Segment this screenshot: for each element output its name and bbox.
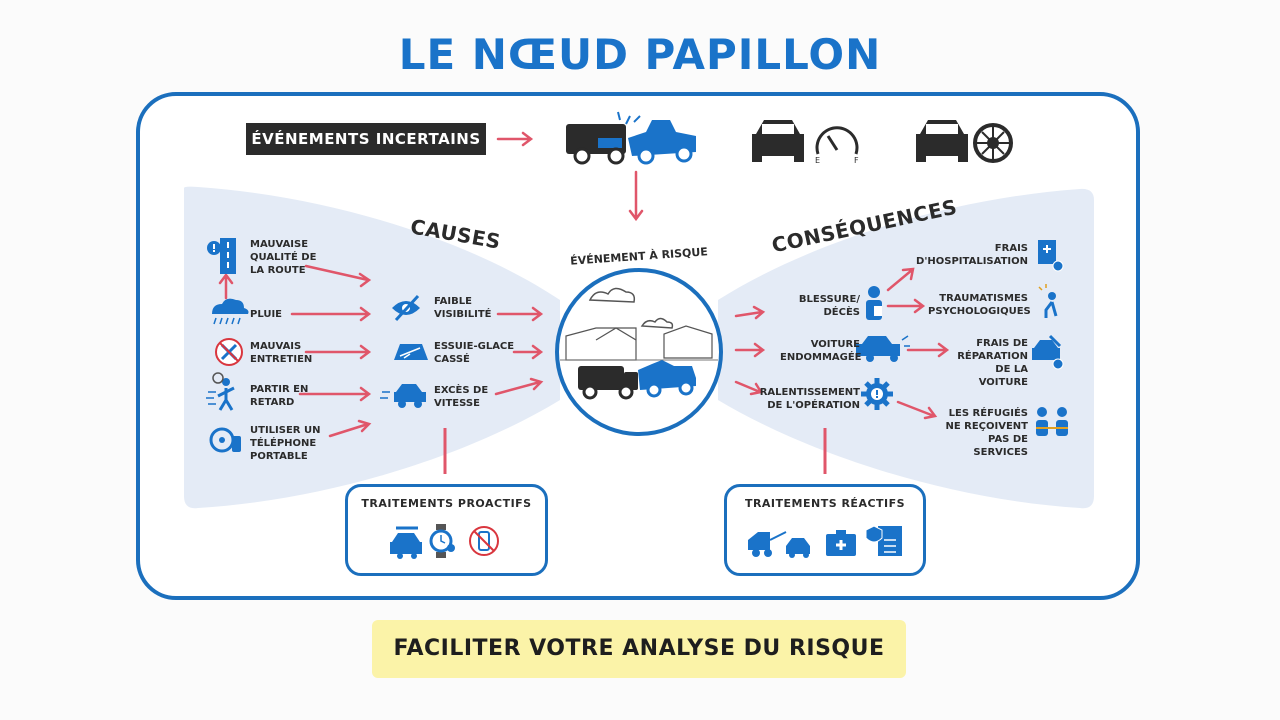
car-maintenance-icon (390, 526, 422, 559)
trauma-icon (1038, 284, 1058, 318)
road-warning-icon (207, 238, 236, 274)
final-refugees-label: LES RÉFUGIÉS NE REÇOIVENT PAS DE SERVICE… (945, 408, 1028, 458)
cause-rain-label: PLUIE (250, 309, 283, 320)
final-hospital-label: FRAIS D'HOSPITALISATION (916, 243, 1028, 267)
arrow-rain-to-road (218, 272, 234, 300)
no-phone-icon (469, 526, 499, 556)
proactive-treatments-box: TRAITEMENTS PROACTIFS (345, 484, 548, 576)
first-aid-kit-icon (826, 530, 856, 556)
footer-banner: FACILITER VOTRE ANALYSE DU RISQUE (372, 620, 906, 678)
arrow-hospital (886, 267, 915, 292)
car-fuel-icon (752, 120, 804, 162)
intermediate-speed-label: EXCÈS DE VITESSE (434, 385, 489, 409)
gear-warning-icon (861, 378, 893, 410)
repair-cost-icon (1032, 334, 1064, 370)
tow-truck-icon (748, 531, 810, 558)
final-repair-label: FRAIS DE RÉPARATION DE LA VOITURE (957, 338, 1028, 388)
reactive-treatments-title: TRAITEMENTS RÉACTIFS (744, 497, 906, 510)
gauge-label-e: E (815, 156, 820, 165)
arrow-visibility (496, 306, 544, 322)
causes-bow-shape (184, 186, 560, 509)
arrow-rain (290, 306, 372, 322)
consequences-bow-shape (718, 188, 1094, 509)
arrow-road (304, 264, 372, 288)
phone-driving-icon (209, 427, 241, 453)
watch-icon (429, 524, 455, 558)
cause-maintenance-label: MAUVAIS ENTRETIEN (250, 341, 313, 365)
arrow-to-collision (496, 131, 534, 147)
arrow-down-to-event (628, 170, 644, 222)
arrow-phone (328, 419, 372, 438)
arrow-trauma (886, 298, 926, 314)
uncertain-events-badge: ÉVÉNEMENTS INCERTAINS (246, 123, 486, 155)
speeding-car-icon (380, 384, 426, 408)
arrow-wiper (512, 344, 544, 360)
consequence-slowdown-label: RALENTISSEMENT DE L'OPÉRATION (759, 387, 860, 411)
cause-late-label: PARTIR EN RETARD (250, 384, 309, 408)
rain-cloud-icon (212, 298, 249, 325)
collision-illustration (566, 111, 696, 165)
broken-wiper-icon (394, 344, 428, 360)
arrow-repair (906, 342, 950, 358)
low-visibility-icon (392, 294, 420, 322)
insurance-document-icon (865, 525, 902, 556)
medical-bill-icon (1038, 240, 1064, 272)
cause-road-label: MAUVAISE QUALITÉ DE LA ROUTE (250, 239, 317, 276)
no-tools-icon (215, 338, 243, 366)
page-title: LE NŒUD PAPILLON (398, 30, 882, 79)
consequence-damage-label: VOITURE ENDOMMAGÉE (780, 339, 862, 363)
risk-event-circle (555, 268, 723, 436)
arrows (218, 131, 950, 438)
arrow-refugees (896, 400, 938, 420)
intermediate-visibility-label: FAIBLE VISIBILITÉ (434, 296, 492, 320)
arrow-slowdown (734, 380, 764, 396)
consequence-injury-label: BLESSURE/ DÉCÈS (798, 294, 860, 318)
connector-lines (443, 428, 827, 474)
running-late-icon (206, 372, 235, 411)
final-trauma-label: TRAUMATISMES PSYCHOLOGIQUES (928, 293, 1031, 317)
refugees-icon (1036, 407, 1068, 436)
intermediate-wiper-label: ESSUIE-GLACE CASSÉ (434, 341, 515, 365)
car-tire-icon (916, 120, 1013, 163)
proactive-treatments-title: TRAITEMENTS PROACTIFS (361, 497, 532, 510)
arrow-injury (734, 305, 766, 320)
damaged-vehicle-icon (856, 335, 910, 362)
arrow-damage (734, 342, 766, 358)
fuel-gauge-icon: E F (815, 126, 859, 165)
arrow-late (298, 386, 372, 402)
arrow-maintenance (304, 344, 372, 360)
reactive-treatments-box: TRAITEMENTS RÉACTIFS (724, 484, 926, 576)
crash-scene-icon (560, 287, 718, 400)
injured-person-icon (866, 286, 882, 320)
gauge-label-f: F (854, 156, 859, 165)
arrow-speed (494, 377, 544, 396)
cause-phone-label: UTILISER UN TÉLÉPHONE PORTABLE (250, 425, 321, 462)
